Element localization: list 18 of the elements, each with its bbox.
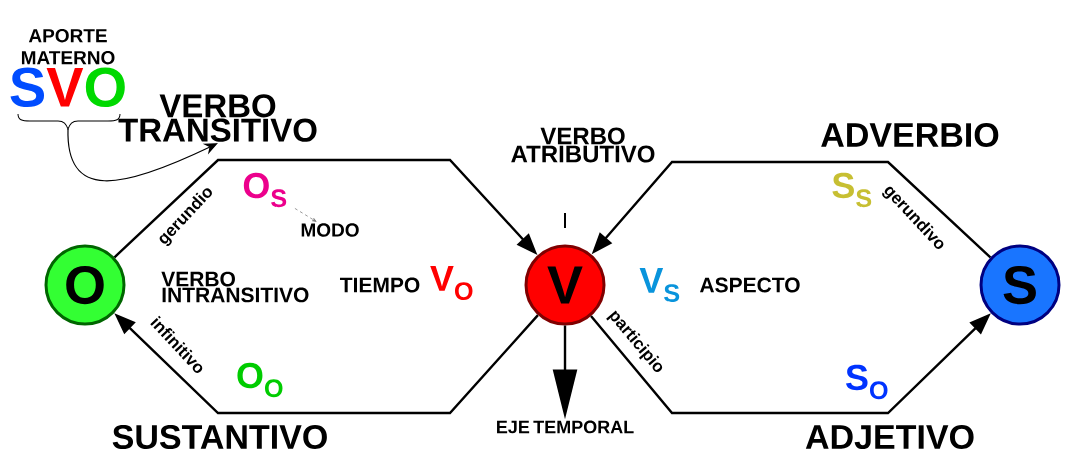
text-label: SUSTANTIVO	[112, 424, 327, 450]
text-label: EJE TEMPORAL	[497, 420, 634, 434]
arrow	[294, 208, 317, 222]
circle-node: S	[979, 244, 1061, 326]
circle-node: O	[44, 244, 126, 326]
arrow	[67, 128, 218, 182]
text-label: O$_{S}$	[243, 172, 287, 208]
text-label: ADJETIVO	[805, 424, 974, 450]
text-label: S$_{O}$	[846, 364, 888, 400]
text-label: S$_{S}$	[832, 172, 872, 208]
text-label: ASPECTO	[699, 277, 800, 293]
circle-node: V	[524, 244, 606, 326]
text-label: V$_{O}$	[430, 266, 473, 301]
text-label: MODO	[301, 223, 359, 237]
text-label: TIEMPO	[340, 277, 420, 293]
text-label: V$_{S}$	[639, 268, 680, 303]
text-label: APORTE MATERNO SVO	[10, 28, 125, 108]
text-label: O$_{O}$	[237, 362, 283, 398]
